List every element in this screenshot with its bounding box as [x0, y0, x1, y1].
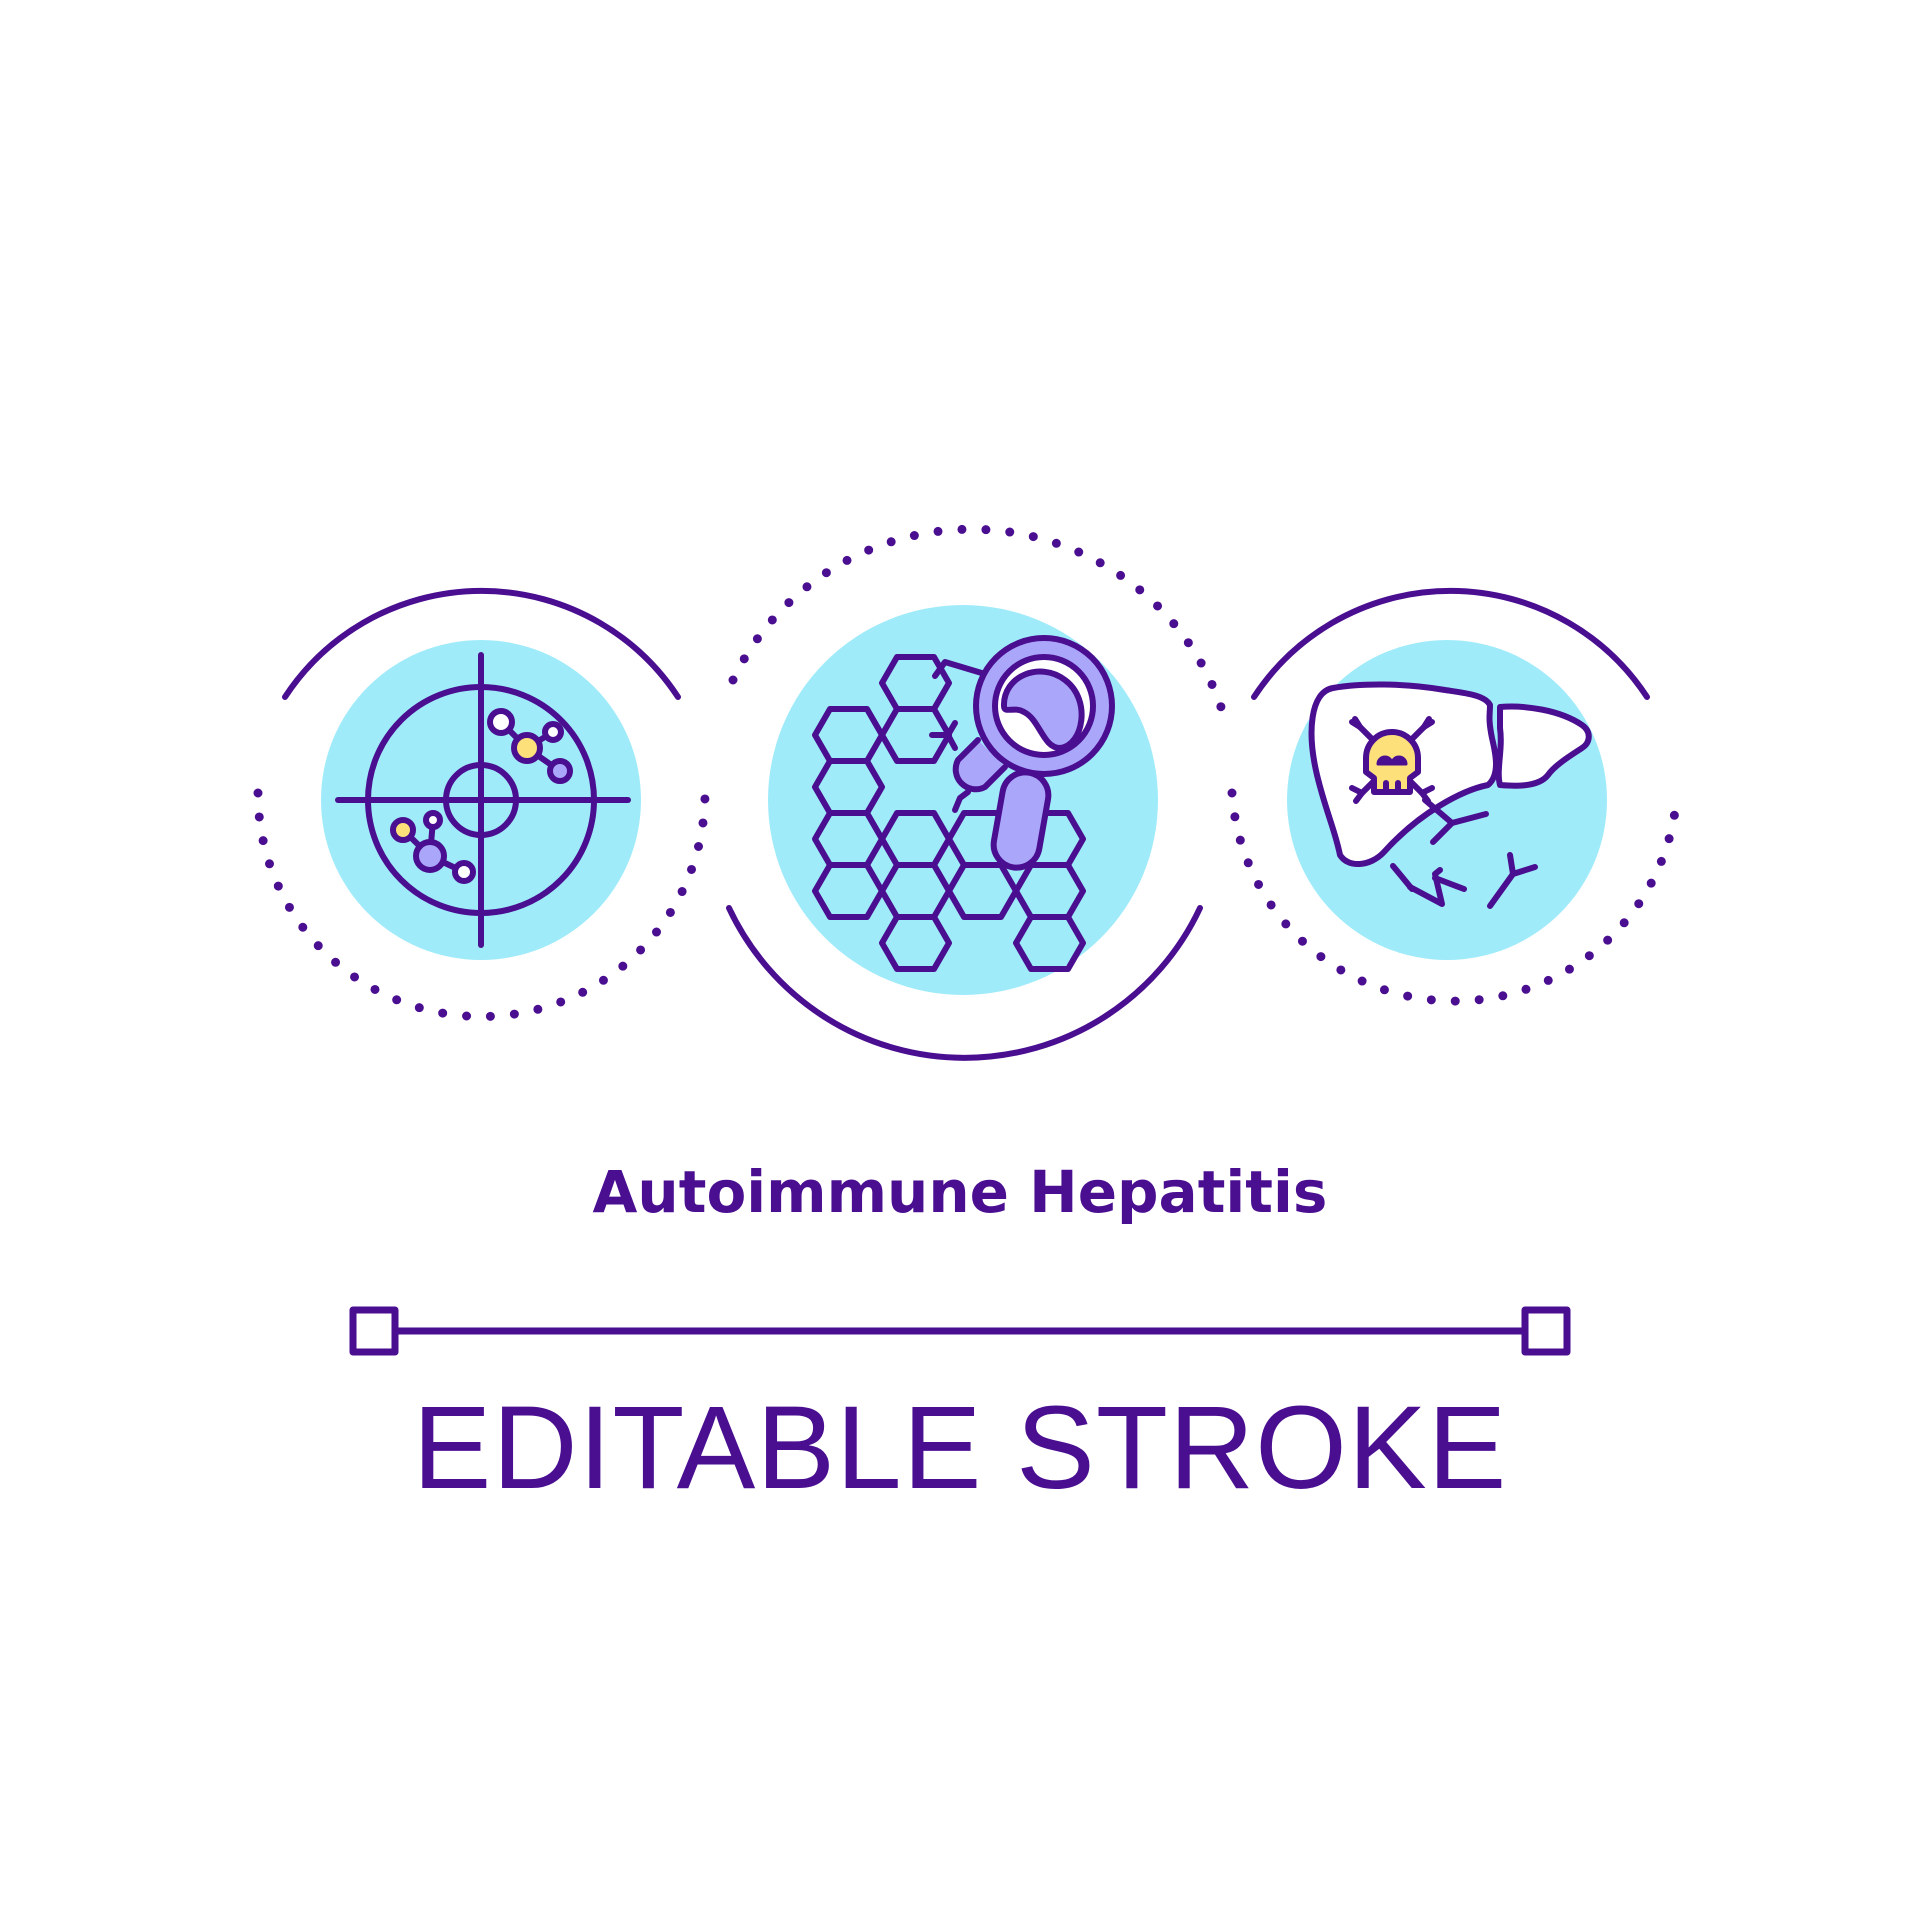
subtitle: EDITABLE STROKE: [412, 1382, 1508, 1514]
skull-icon: [1349, 716, 1435, 804]
page-title: Autoimmune Hepatitis: [592, 1158, 1328, 1226]
liver-toxin-icon: [1227, 587, 1682, 1006]
editable-stroke-line: [349, 1306, 1571, 1356]
target-icon: [253, 587, 710, 1021]
liver-tissue-magnifier-icon: [726, 524, 1227, 1061]
